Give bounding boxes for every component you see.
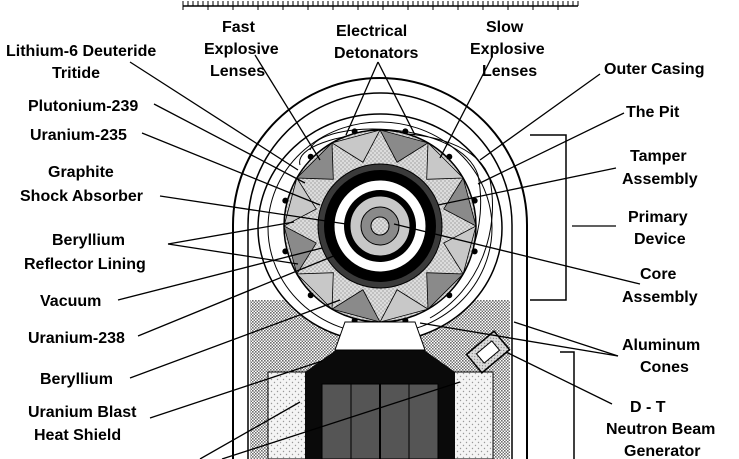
label-tamper-assembly: Tamper Assembly — [622, 148, 698, 188]
explosive-lens-segment — [426, 141, 465, 180]
electrical-detonator — [471, 248, 478, 255]
electrical-detonator — [446, 153, 453, 160]
svg-text:Heat Shield: Heat Shield — [34, 427, 121, 444]
electrical-detonator — [307, 153, 314, 160]
svg-text:D - T: D - T — [630, 399, 666, 416]
svg-text:Tamper: Tamper — [630, 148, 687, 165]
svg-text:Beryllium: Beryllium — [52, 232, 125, 249]
svg-text:Fast: Fast — [222, 19, 256, 36]
explosive-lens-segment — [331, 289, 381, 323]
svg-text:Detonators: Detonators — [334, 45, 419, 62]
label-vacuum: Vacuum — [40, 293, 101, 310]
svg-text:Aluminum: Aluminum — [622, 337, 700, 354]
label-uranium-238: Uranium-238 — [28, 330, 125, 347]
aluminum-cone-lower — [334, 321, 426, 351]
svg-text:Neutron Beam: Neutron Beam — [606, 421, 715, 438]
secondary-bracket — [560, 351, 575, 459]
label-dt-neutron-beam-generator: D - T Neutron Beam Generator — [606, 399, 715, 459]
label-primary-device: Primary Device — [628, 209, 688, 248]
electrical-detonator — [402, 128, 409, 135]
svg-text:Device: Device — [634, 231, 686, 248]
svg-text:Explosive: Explosive — [204, 41, 279, 58]
primary-device-bracket — [530, 134, 567, 301]
label-core-assembly: Core Assembly — [622, 266, 698, 306]
explosive-lens-segment — [295, 141, 334, 180]
explosive-lens-segment — [443, 177, 477, 227]
svg-text:Lenses: Lenses — [210, 63, 265, 80]
label-uranium-235: Uranium-235 — [30, 127, 127, 144]
explosive-lens-segment — [426, 272, 465, 311]
svg-text:Assembly: Assembly — [622, 289, 698, 306]
label-the-pit: The Pit — [626, 104, 680, 121]
svg-text:Lenses: Lenses — [482, 63, 537, 80]
svg-text:Assembly: Assembly — [622, 171, 698, 188]
svg-text:Cones: Cones — [640, 359, 689, 376]
electrical-detonator — [351, 128, 358, 135]
svg-text:Uranium Blast: Uranium Blast — [28, 404, 137, 421]
svg-text:Tritide: Tritide — [52, 65, 100, 82]
svg-text:Generator: Generator — [624, 443, 700, 459]
svg-text:Reflector Lining: Reflector Lining — [24, 256, 146, 273]
svg-text:Graphite: Graphite — [48, 164, 114, 181]
svg-text:Slow: Slow — [486, 19, 524, 36]
label-aluminum-cones: Aluminum Cones — [622, 337, 700, 376]
label-graphite-shock-absorber: Graphite Shock Absorber — [20, 164, 143, 205]
svg-text:Core: Core — [640, 266, 677, 283]
label-fast-explosive-lenses: Fast Explosive Lenses — [204, 19, 279, 80]
label-electrical-detonators: Electrical Detonators — [334, 23, 419, 62]
label-slow-explosive-lenses: Slow Explosive Lenses — [470, 19, 545, 80]
label-uranium-blast-heat-shield: Uranium Blast Heat Shield — [28, 404, 137, 444]
lithium-core — [370, 216, 390, 236]
label-beryllium: Beryllium — [40, 371, 113, 388]
label-beryllium-reflector-lining: Beryllium Reflector Lining — [24, 232, 146, 273]
explosive-lens-segment — [379, 129, 429, 163]
label-lithium-deuteride: Lithium-6 Deuteride Tritide — [6, 43, 156, 82]
electrical-detonator — [282, 248, 289, 255]
label-outer-casing: Outer Casing — [604, 61, 704, 78]
explosive-lens-segment — [443, 225, 477, 275]
dt-neutron-generator — [465, 330, 511, 374]
svg-text:Explosive: Explosive — [470, 41, 545, 58]
leader-lines — [117, 54, 641, 459]
electrical-detonator — [282, 197, 289, 204]
explosive-lens-segment — [331, 129, 381, 163]
explosive-lens-segment — [295, 272, 334, 311]
svg-text:Electrical: Electrical — [336, 23, 407, 40]
explosive-lens-segment — [379, 289, 429, 323]
explosive-lens-segment — [283, 225, 317, 275]
svg-text:Lithium-6 Deuteride: Lithium-6 Deuteride — [6, 43, 156, 60]
svg-text:Shock Absorber: Shock Absorber — [20, 188, 143, 205]
electrical-detonator — [471, 197, 478, 204]
svg-text:Primary: Primary — [628, 209, 688, 226]
electrical-detonator — [307, 292, 314, 299]
label-plutonium-239: Plutonium-239 — [28, 98, 138, 115]
scale-ruler — [182, 1, 579, 10]
electrical-detonator — [446, 292, 453, 299]
